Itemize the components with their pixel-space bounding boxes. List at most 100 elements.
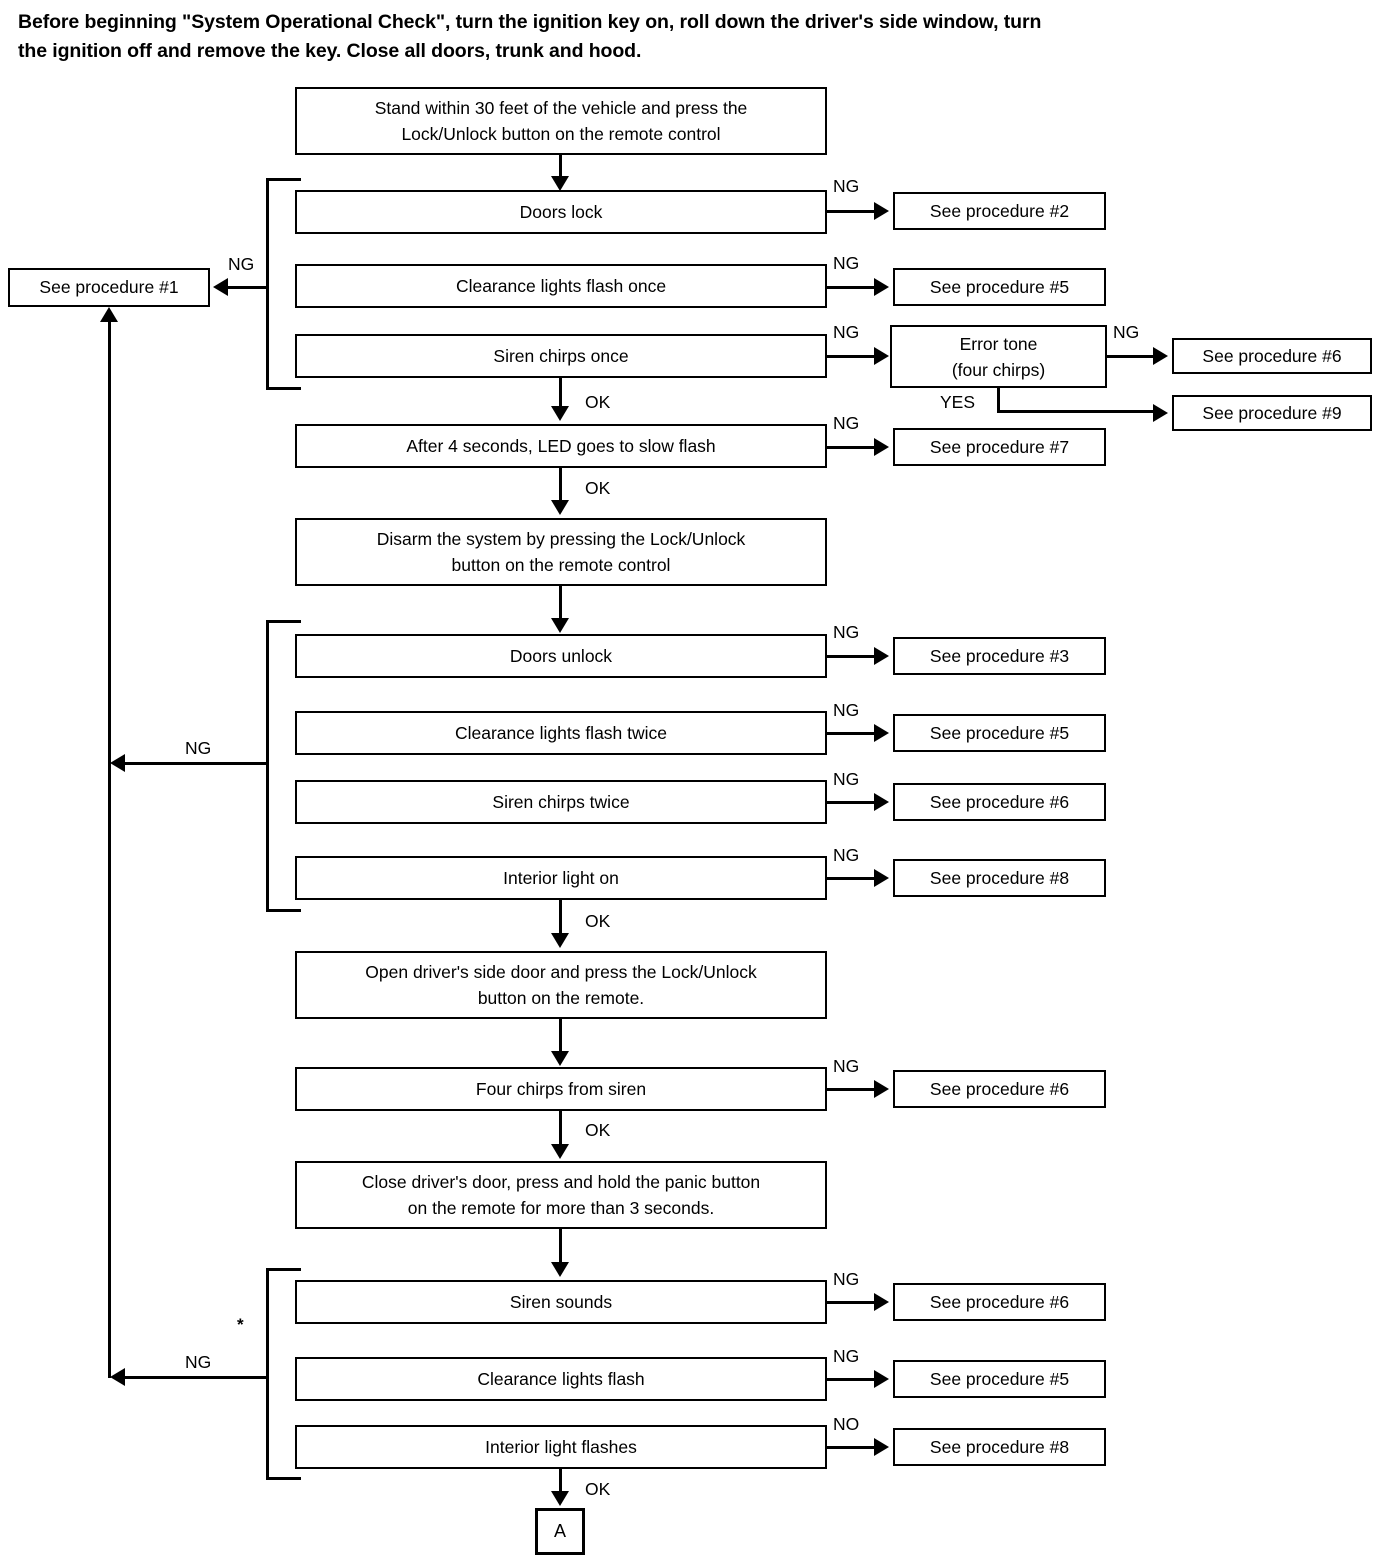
box-start: Stand within 30 feet of the vehicle and … (295, 87, 827, 155)
edge-label-ng-lock-bracket: NG (228, 254, 255, 274)
connector-unlock-ng-to-spine (122, 762, 269, 765)
connector-start-to-doors-lock (559, 155, 562, 178)
box-clearance-lights-flash: Clearance lights flash (295, 1357, 827, 1401)
connector-led-ng (827, 446, 878, 449)
edge-label-ng-doors-unlock: NG (833, 622, 860, 642)
edge-label-ng-interior-on: NG (833, 845, 860, 865)
bracket-unlock-top-stub (266, 620, 301, 623)
edge-label-ok-four-chirps: OK (585, 1120, 611, 1140)
arrowhead-procedure-1-from-lock (213, 278, 228, 296)
arrowhead-procedure-6-a (1153, 347, 1168, 365)
box-led-slow-flash: After 4 seconds, LED goes to slow flash (295, 424, 827, 468)
box-open-drivers-door: Open driver's side door and press the Lo… (295, 951, 827, 1019)
bracket-panic-bottom-stub (266, 1477, 301, 1480)
edge-label-ng-doors-lock: NG (833, 176, 860, 196)
connector-disarm-to-doors-unlock (559, 586, 562, 620)
connector-open-door-to-four-chirps (559, 1019, 562, 1056)
box-four-chirps-from-siren: Four chirps from siren (295, 1067, 827, 1111)
edge-label-ng-siren-sounds: NG (833, 1269, 860, 1289)
box-clearance-lights-flash-twice: Clearance lights flash twice (295, 711, 827, 755)
connector-interior-on-to-open-door (559, 900, 562, 938)
arrowhead-procedure-7 (874, 438, 889, 456)
connector-panic-ng-to-spine (122, 1376, 269, 1379)
arrowhead-procedure-5-a (874, 278, 889, 296)
edge-label-ng-four-chirps: NG (833, 1056, 860, 1076)
box-see-procedure-6-d: See procedure #6 (893, 1283, 1106, 1321)
box-close-door-panic: Close driver's door, press and hold the … (295, 1161, 827, 1229)
box-siren-chirps-once: Siren chirps once (295, 334, 827, 378)
edge-label-ng-clearance-flash: NG (833, 1346, 860, 1366)
edge-label-ng-clearance-once: NG (833, 253, 860, 273)
box-see-procedure-5-b: See procedure #5 (893, 714, 1106, 752)
box-siren-chirps-twice: Siren chirps twice (295, 780, 827, 824)
edge-label-ok-led: OK (585, 478, 611, 498)
arrowhead-procedure-8-a (874, 869, 889, 887)
connector-siren-sounds-ng (827, 1301, 878, 1304)
box-error-tone: Error tone (four chirps) (890, 325, 1107, 388)
connector-lock-ng-to-procedure-1 (228, 286, 269, 289)
arrowhead-procedure-5-c (874, 1370, 889, 1388)
box-clearance-lights-flash-once: Clearance lights flash once (295, 264, 827, 308)
connector-siren-once-ng (827, 355, 878, 358)
arrowhead-procedure-2 (874, 202, 889, 220)
box-see-procedure-9: See procedure #9 (1172, 395, 1372, 431)
arrowhead-siren-sounds (551, 1262, 569, 1277)
asterisk-marker: * (237, 1315, 244, 1334)
arrowhead-doors-unlock (551, 618, 569, 633)
connector-siren-twice-ng (827, 801, 878, 804)
connector-led-to-disarm (559, 468, 562, 502)
connector-error-tone-yes-right (997, 410, 1157, 413)
box-interior-light-flashes: Interior light flashes (295, 1425, 827, 1469)
box-see-procedure-7: See procedure #7 (893, 428, 1106, 466)
return-spine-vertical (108, 322, 111, 1378)
arrowhead-error-tone (874, 347, 889, 365)
connector-doors-lock-ng (827, 210, 878, 213)
box-see-procedure-8-a: See procedure #8 (893, 859, 1106, 897)
edge-label-ok-siren-once: OK (585, 392, 611, 412)
arrowhead-procedure-6-c (874, 1080, 889, 1098)
bracket-unlock-sequence (266, 620, 269, 912)
edge-label-ng-error-tone: NG (1113, 322, 1140, 342)
arrowhead-spine-from-panic (110, 1368, 125, 1386)
edge-label-no-interior-flashes: NO (833, 1414, 860, 1434)
arrowhead-disarm (551, 500, 569, 515)
arrowhead-led-slow-flash (551, 406, 569, 421)
bracket-lock-bottom-stub (266, 387, 301, 390)
edge-label-ng-siren-once: NG (833, 322, 860, 342)
arrowhead-connector-a (551, 1491, 569, 1506)
box-see-procedure-2: See procedure #2 (893, 192, 1106, 230)
arrowhead-four-chirps (551, 1051, 569, 1066)
connector-interior-on-ng (827, 877, 878, 880)
box-see-procedure-8-b: See procedure #8 (893, 1428, 1106, 1466)
bracket-lock-sequence (266, 178, 269, 390)
box-disarm-system: Disarm the system by pressing the Lock/U… (295, 518, 827, 586)
arrowhead-procedure-8-b (874, 1438, 889, 1456)
edge-label-ok-interior-on: OK (585, 911, 611, 931)
box-doors-lock: Doors lock (295, 190, 827, 234)
edge-label-yes-error-tone: YES (940, 392, 976, 412)
edge-label-ng-clearance-twice: NG (833, 700, 860, 720)
box-see-procedure-6-b: See procedure #6 (893, 783, 1106, 821)
box-see-procedure-5-a: See procedure #5 (893, 268, 1106, 306)
edge-label-ok-interior-flashes: OK (585, 1479, 611, 1499)
arrowhead-procedure-6-d (874, 1293, 889, 1311)
box-see-procedure-5-c: See procedure #5 (893, 1360, 1106, 1398)
connector-error-tone-yes-down (997, 388, 1000, 413)
arrowhead-panic (551, 1144, 569, 1159)
connector-a-terminator: A (535, 1508, 585, 1555)
bracket-unlock-bottom-stub (266, 909, 301, 912)
arrowhead-procedure-1-from-spine (100, 307, 118, 322)
arrowhead-procedure-9 (1153, 404, 1168, 422)
connector-panic-to-siren-sounds (559, 1229, 562, 1265)
connector-clearance-once-ng (827, 286, 878, 289)
box-siren-sounds: Siren sounds (295, 1280, 827, 1324)
bracket-panic-top-stub (266, 1268, 301, 1271)
connector-siren-once-to-led (559, 378, 562, 408)
arrowhead-procedure-6-b (874, 793, 889, 811)
connector-doors-unlock-ng (827, 655, 878, 658)
box-see-procedure-1: See procedure #1 (8, 268, 210, 307)
bracket-lock-top-stub (266, 178, 301, 181)
connector-interior-flashes-to-a (559, 1469, 562, 1495)
connector-four-chirps-to-panic (559, 1111, 562, 1147)
